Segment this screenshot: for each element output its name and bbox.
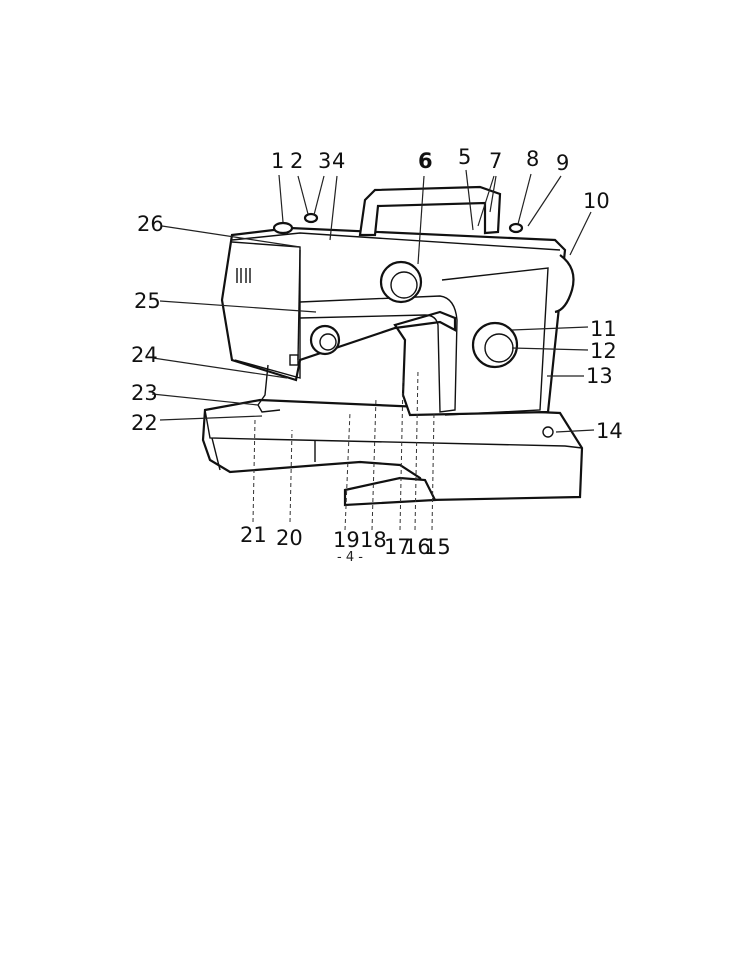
callout-10: 10: [583, 189, 610, 213]
callout-8: 8: [526, 147, 539, 171]
callout-7: 7: [489, 149, 502, 173]
page-number: - 4 -: [337, 550, 363, 565]
callout-1: 1: [271, 149, 284, 173]
callout-14: 14: [596, 419, 623, 443]
callout-22: 22: [131, 411, 158, 435]
callout-labels: 1 2 3 4 5 6 7 8 9 10 11 12 13 14 15 16 1…: [131, 145, 623, 559]
callout-9: 9: [556, 151, 569, 175]
callout-23: 23: [131, 381, 158, 405]
callout-6: 6: [418, 149, 433, 173]
sewing-machine-illustration: [201, 185, 584, 507]
callout-4: 4: [332, 149, 345, 173]
callout-3: 3: [318, 149, 331, 173]
callout-12: 12: [590, 339, 617, 363]
callout-25: 25: [134, 289, 161, 313]
vent-slots: [236, 268, 251, 283]
callout-2: 2: [290, 149, 303, 173]
callout-24: 24: [131, 343, 158, 367]
callout-21: 21: [240, 523, 267, 547]
callout-17: 17: [384, 535, 411, 559]
callout-15: 15: [424, 535, 451, 559]
callout-18: 18: [360, 528, 387, 552]
callout-19: 19: [333, 528, 360, 552]
callout-13: 13: [586, 364, 613, 388]
callout-5: 5: [458, 145, 471, 169]
leader-lines: [151, 169, 595, 531]
callout-26: 26: [137, 212, 164, 236]
callout-11: 11: [590, 317, 617, 341]
callout-20: 20: [276, 526, 303, 550]
callout-16: 16: [404, 535, 431, 559]
